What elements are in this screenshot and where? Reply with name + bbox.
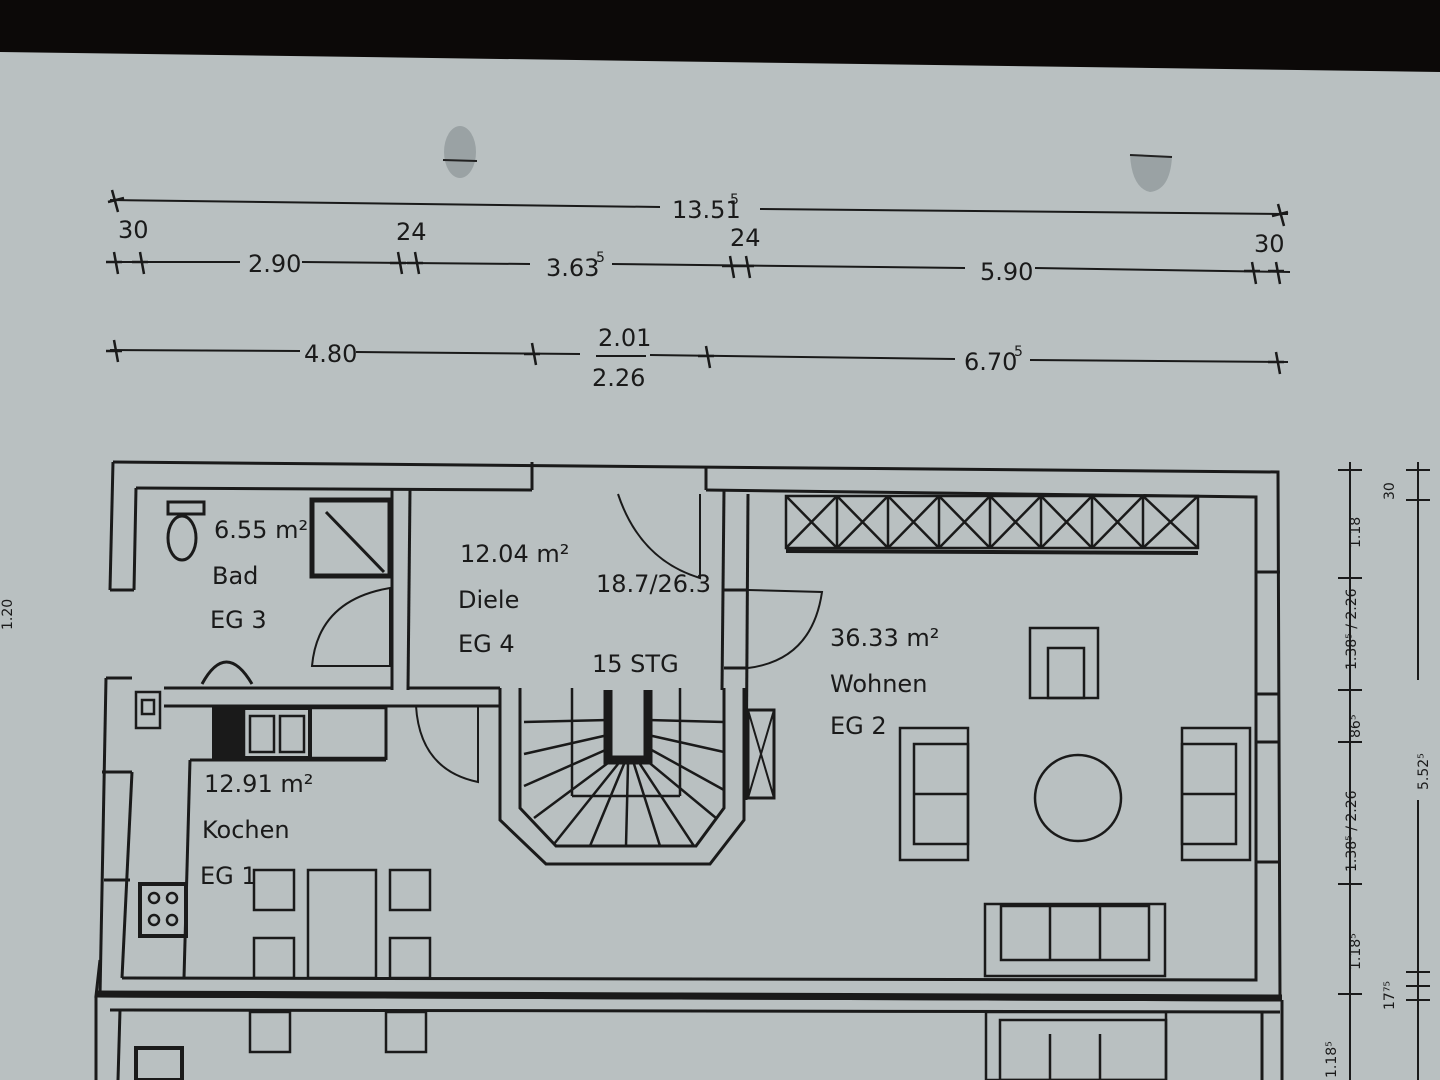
stove-icon	[138, 882, 188, 938]
room-area: 36.33 m²	[830, 624, 939, 652]
punch-hole	[1130, 155, 1172, 192]
door-swing	[310, 586, 391, 667]
room-wohnen: 36.33 m² Wohnen EG 2	[830, 624, 939, 740]
sofa	[983, 902, 1167, 978]
svg-text:1.18⁵: 1.18⁵	[1348, 933, 1364, 970]
room-code: EG 1	[200, 862, 257, 890]
shower-icon	[309, 497, 393, 579]
room-kochen: 12.91 m² Kochen EG 1	[200, 770, 313, 890]
room-name: Wohnen	[830, 670, 927, 698]
punch-hole	[444, 126, 476, 178]
svg-text:1.20: 1.20	[0, 599, 16, 630]
toilet-icon	[166, 500, 206, 516]
svg-text:1.38⁵ / 2.26: 1.38⁵ / 2.26	[1344, 588, 1360, 670]
walls	[94, 460, 1284, 1080]
sink-icon	[200, 660, 254, 685]
svg-text:30: 30	[1382, 482, 1398, 500]
svg-text:3.63: 3.63	[546, 254, 599, 282]
svg-text:5: 5	[596, 250, 605, 266]
svg-text:30: 30	[1254, 230, 1285, 258]
dim-overall: 13.51	[672, 196, 741, 224]
paper-sheet	[0, 52, 1440, 1080]
svg-text:30: 30	[118, 216, 149, 244]
svg-text:2.01: 2.01	[598, 324, 651, 352]
room-name: Kochen	[202, 816, 290, 844]
room-code: EG 3	[210, 606, 267, 634]
svg-text:2.90: 2.90	[248, 250, 301, 278]
dining-table	[306, 868, 378, 980]
room-code: EG 4	[458, 630, 515, 658]
room-name: Diele	[458, 586, 519, 614]
staircase	[498, 688, 776, 866]
svg-text:86⁵: 86⁵	[1348, 715, 1364, 738]
wohnen-furniture	[784, 494, 1252, 978]
room-area: 6.55 m²	[214, 516, 308, 544]
svg-text:24: 24	[396, 218, 427, 246]
room-diele: 12.04 m² Diele EG 4 18.7/26.3 15 STG	[458, 540, 711, 678]
svg-text:24: 24	[730, 224, 761, 252]
svg-text:4.80: 4.80	[304, 340, 357, 368]
chair	[252, 936, 296, 980]
svg-text:2.26: 2.26	[592, 364, 645, 392]
bad-fixtures	[166, 497, 393, 685]
room-name: Bad	[212, 562, 258, 590]
chair	[252, 868, 296, 912]
room-bad: 6.55 m² Bad EG 3	[210, 516, 308, 634]
kochen-furniture	[134, 690, 1168, 1080]
shelf-unit	[784, 494, 1200, 550]
doors	[415, 493, 824, 784]
chair	[388, 936, 432, 980]
svg-text:1.18: 1.18	[1348, 517, 1364, 548]
svg-text:5.90: 5.90	[980, 258, 1033, 286]
stair-ratio: 18.7/26.3	[596, 570, 711, 598]
stair-steps: 15 STG	[592, 650, 679, 678]
svg-text:5: 5	[1014, 344, 1023, 360]
svg-text:17⁷⁵: 17⁷⁵	[1382, 981, 1398, 1010]
room-area: 12.91 m²	[204, 770, 313, 798]
svg-text:6.70: 6.70	[964, 348, 1017, 376]
svg-text:5.52⁵: 5.52⁵	[1416, 753, 1432, 790]
room-code: EG 2	[830, 712, 887, 740]
chair	[388, 868, 432, 912]
svg-text:5: 5	[730, 192, 739, 208]
round-table	[1033, 753, 1123, 843]
room-area: 12.04 m²	[460, 540, 569, 568]
svg-text:1.38⁵ / 2.26: 1.38⁵ / 2.26	[1344, 790, 1360, 872]
svg-text:1.18⁵: 1.18⁵	[1324, 1041, 1340, 1078]
